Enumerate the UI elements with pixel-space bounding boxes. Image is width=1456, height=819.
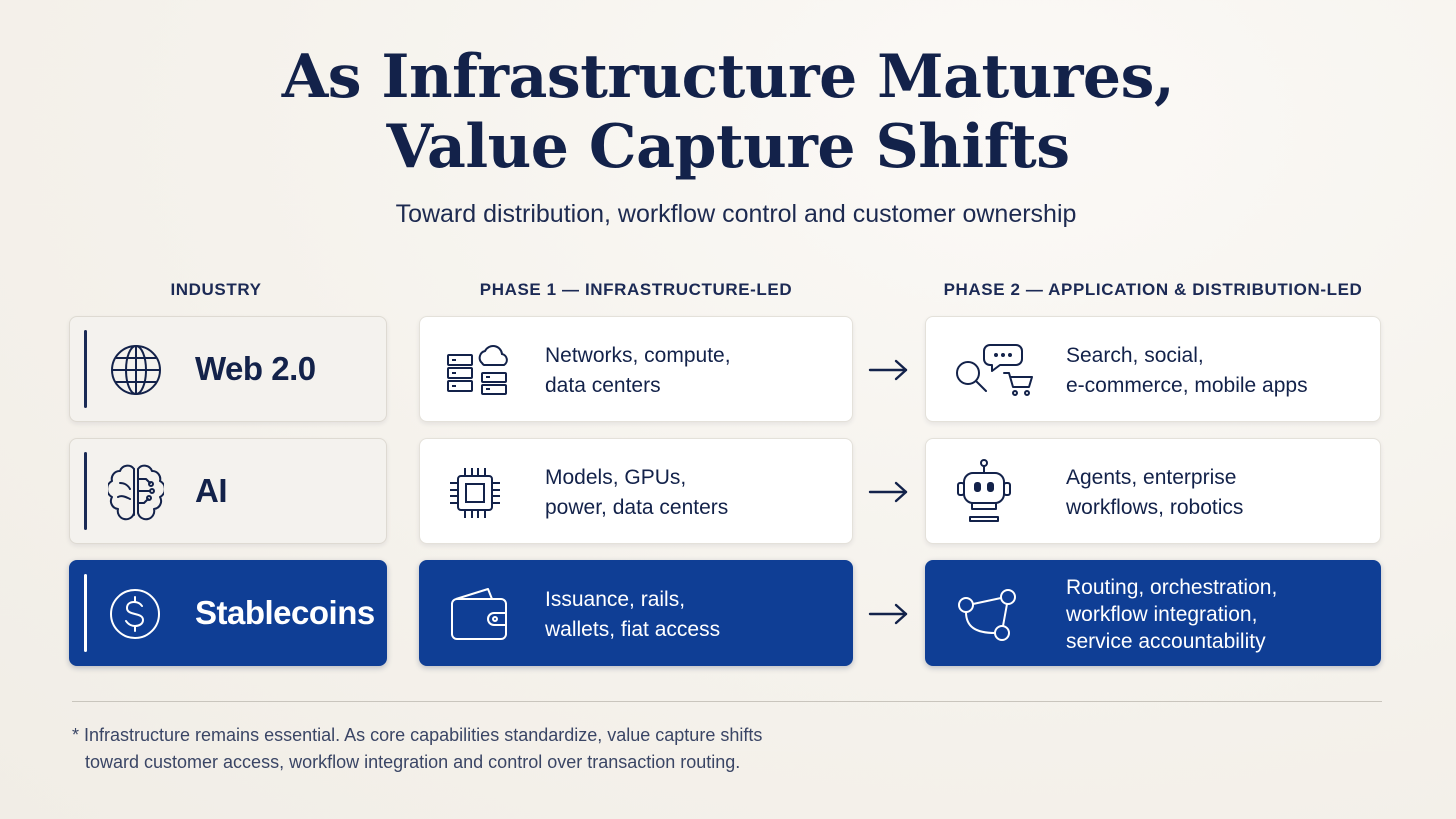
phase1-card-web2: Networks, compute, data centers: [419, 316, 853, 422]
footnote-line-2: toward customer access, workflow integra…: [85, 752, 741, 772]
accent-bar: [84, 330, 87, 408]
robot-icon: [956, 459, 1012, 523]
page-title: As Infrastructure Matures, Value Capture…: [0, 42, 1456, 182]
footnote-line-1: * Infrastructure remains essential. As c…: [72, 725, 763, 745]
industry-label: Stablecoins: [195, 594, 375, 631]
column-header-phase1: PHASE 1 — INFRASTRUCTURE-LED: [479, 280, 793, 299]
arrow-right-icon: [868, 358, 910, 387]
industry-label: Web 2.0: [195, 350, 316, 387]
phase1-description: Networks, compute, data centers: [545, 344, 731, 397]
globe-icon: [110, 344, 162, 396]
industry-card-stablecoins: Stablecoins: [69, 560, 387, 666]
phase1-description: Issuance, rails, wallets, fiat access: [545, 588, 721, 641]
phase1-card-stablecoins: Issuance, rails, wallets, fiat access: [419, 560, 853, 666]
industry-label: AI: [195, 472, 228, 509]
phase2-card-stablecoins: Routing, orchestration, workflow integra…: [925, 560, 1381, 666]
arrow-right-icon: [868, 602, 910, 631]
chip-icon: [448, 466, 502, 520]
brain-circuit-icon: [108, 463, 164, 521]
arrow-right-icon: [868, 480, 910, 509]
industry-card-web2: Web 2.0: [69, 316, 387, 422]
search-chat-cart-icon: [954, 343, 1034, 399]
column-header-industry: INDUSTRY: [170, 280, 262, 299]
title-line-2: Value Capture Shifts: [386, 112, 1070, 182]
page-subtitle: Toward distribution, workflow control an…: [395, 200, 1077, 228]
wallet-icon: [450, 585, 508, 643]
accent-bar: [84, 574, 87, 652]
phase2-description: Search, social, e-commerce, mobile apps: [1066, 344, 1308, 397]
phase2-card-ai: Agents, enterprise workflows, robotics: [925, 438, 1381, 544]
phase2-description: Agents, enterprise workflows, robotics: [1066, 466, 1244, 519]
accent-bar: [84, 452, 87, 530]
column-header-phase2: PHASE 2 — APPLICATION & DISTRIBUTION-LED: [943, 280, 1363, 299]
phase1-card-ai: Models, GPUs, power, data centers: [419, 438, 853, 544]
industry-card-ai: AI: [69, 438, 387, 544]
phase2-card-web2: Search, social, e-commerce, mobile apps: [925, 316, 1381, 422]
server-cloud-icon: [446, 343, 508, 399]
routing-nodes-icon: [956, 587, 1018, 643]
dollar-coin-icon: [109, 588, 161, 640]
phase2-description: Routing, orchestration, workflow integra…: [1066, 576, 1278, 653]
footnote-divider: [72, 701, 1382, 702]
footnote: * Infrastructure remains essential. As c…: [72, 722, 762, 776]
phase1-description: Models, GPUs, power, data centers: [545, 466, 729, 519]
title-line-1: As Infrastructure Matures,: [281, 42, 1175, 112]
